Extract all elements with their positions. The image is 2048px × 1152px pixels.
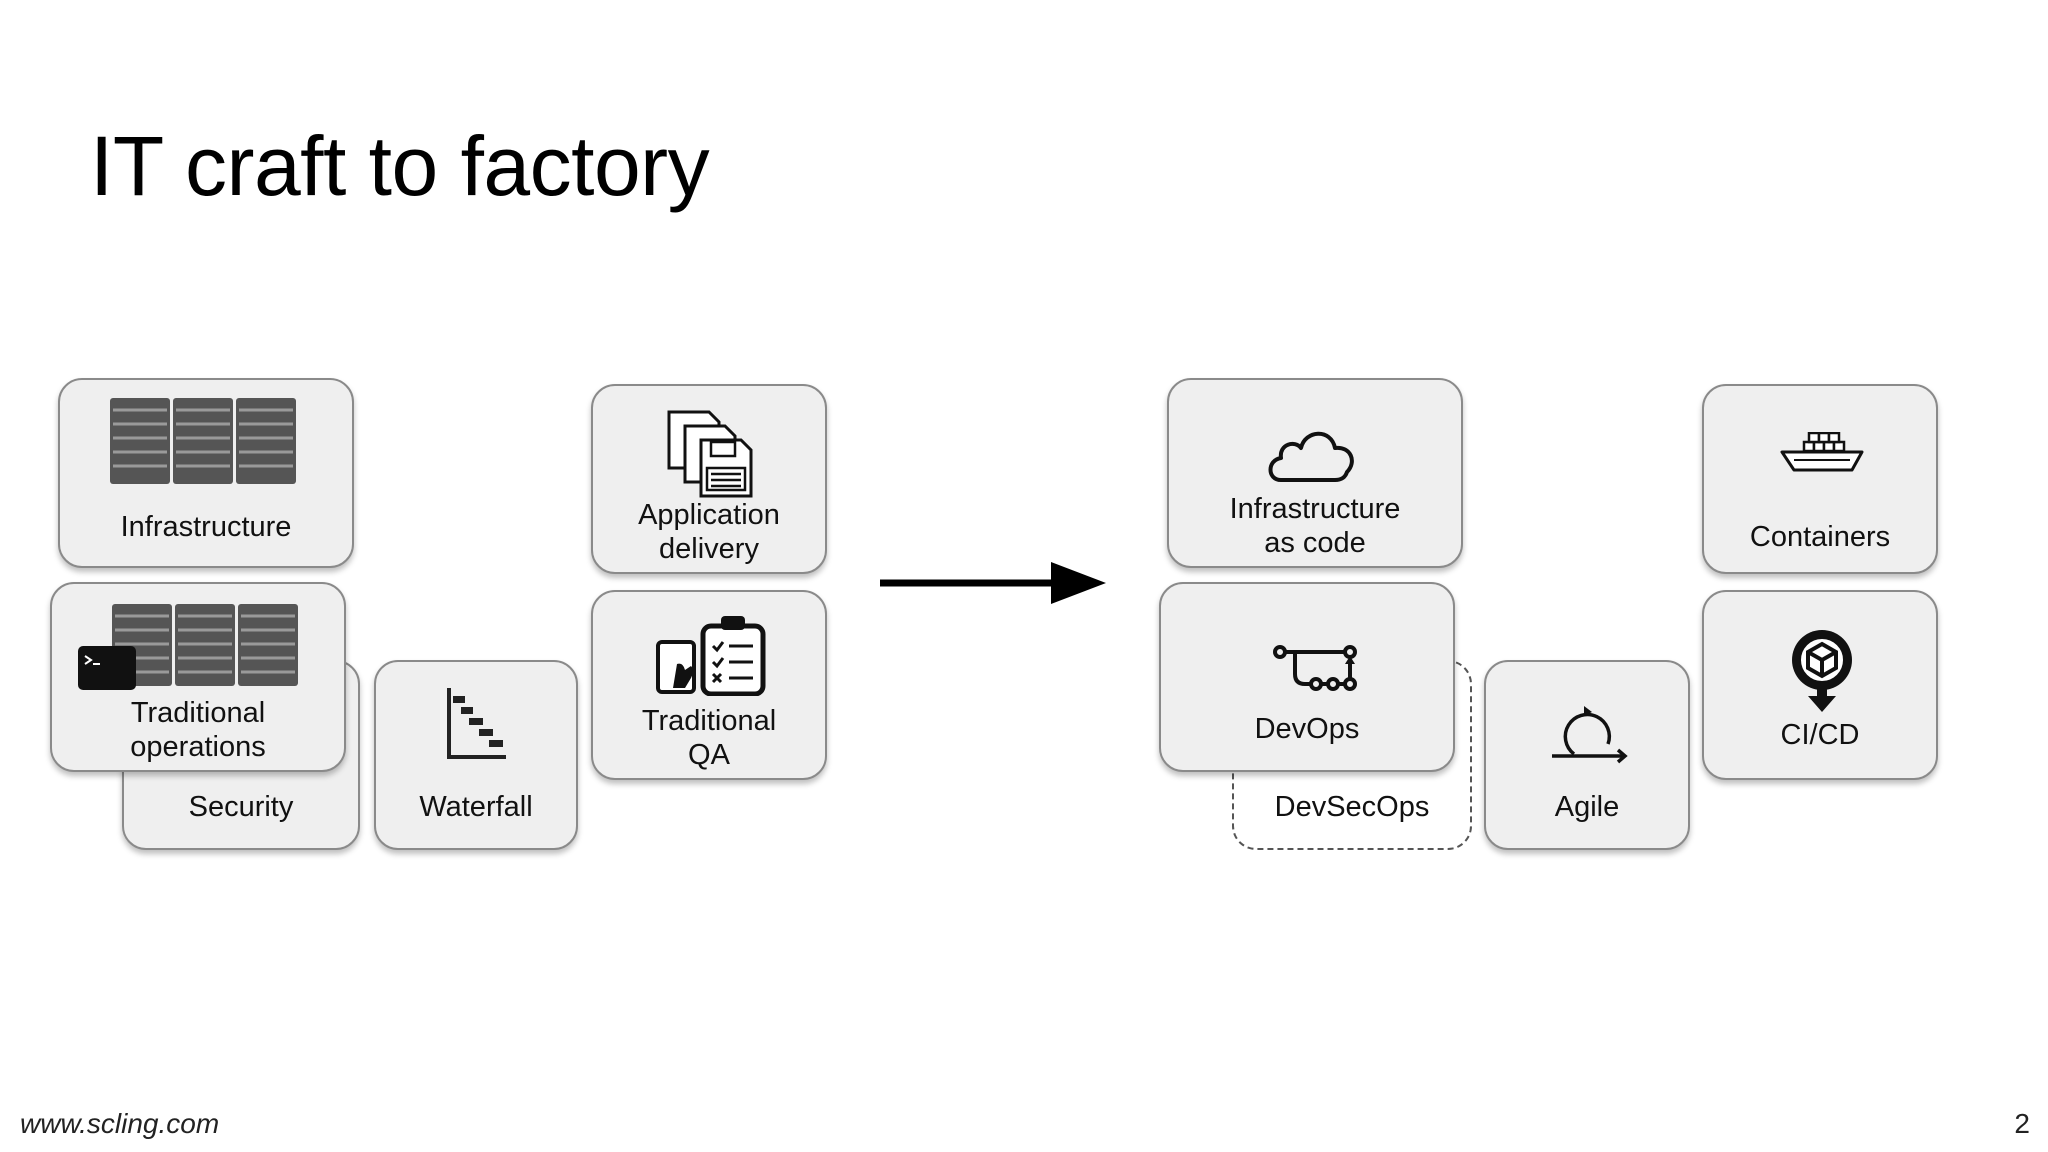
- floppy-disks-icon: [667, 410, 753, 498]
- waterfall-chart-icon: [447, 688, 506, 759]
- transition-arrow: [880, 562, 1106, 604]
- server-rack-icon: [112, 604, 298, 686]
- card-traditional-operations: Traditional operations: [50, 582, 346, 772]
- tablet-checklist-icon: [656, 616, 766, 696]
- page-number: 2: [2014, 1108, 2030, 1139]
- server-rack-icon: [110, 398, 296, 484]
- deploy-icon: [1792, 630, 1852, 712]
- label-containers: Containers: [1749, 521, 1891, 553]
- card-infrastructure: Infrastructure: [58, 378, 354, 568]
- card-infrastructure-as-code: Infrastructure as code: [1167, 378, 1463, 568]
- card-devops: DevOps: [1159, 582, 1455, 772]
- label-security: Security: [188, 791, 294, 823]
- label-infrastructure-as-code: Infrastructure as code: [1229, 493, 1401, 559]
- label-traditional-qa: Traditional QA: [641, 705, 777, 771]
- cycle-icon: [1552, 706, 1628, 764]
- card-agile: Agile: [1484, 660, 1690, 850]
- pipeline-icon: [1273, 645, 1357, 691]
- label-waterfall: Waterfall: [419, 791, 533, 823]
- label-infrastructure: Infrastructure: [120, 511, 292, 543]
- label-application-delivery: Application delivery: [638, 499, 780, 565]
- card-containers: Containers: [1702, 384, 1938, 574]
- label-agile: Agile: [1554, 791, 1620, 823]
- card-traditional-qa: Traditional QA: [591, 590, 827, 780]
- terminal-icon: [78, 646, 136, 690]
- label-devsecops: DevSecOps: [1274, 791, 1430, 823]
- card-cicd: CI/CD: [1702, 590, 1938, 780]
- footer-url: www.scling.com: [20, 1108, 220, 1139]
- card-waterfall: Waterfall: [374, 660, 578, 850]
- container-ship-icon: [1780, 432, 1864, 472]
- label-cicd: CI/CD: [1780, 719, 1860, 751]
- label-devops: DevOps: [1254, 713, 1360, 745]
- label-traditional-operations: Traditional operations: [130, 697, 266, 763]
- cloud-icon: [1268, 431, 1354, 482]
- slide-title: IT craft to factory: [90, 119, 710, 213]
- card-application-delivery: Application delivery: [591, 384, 827, 574]
